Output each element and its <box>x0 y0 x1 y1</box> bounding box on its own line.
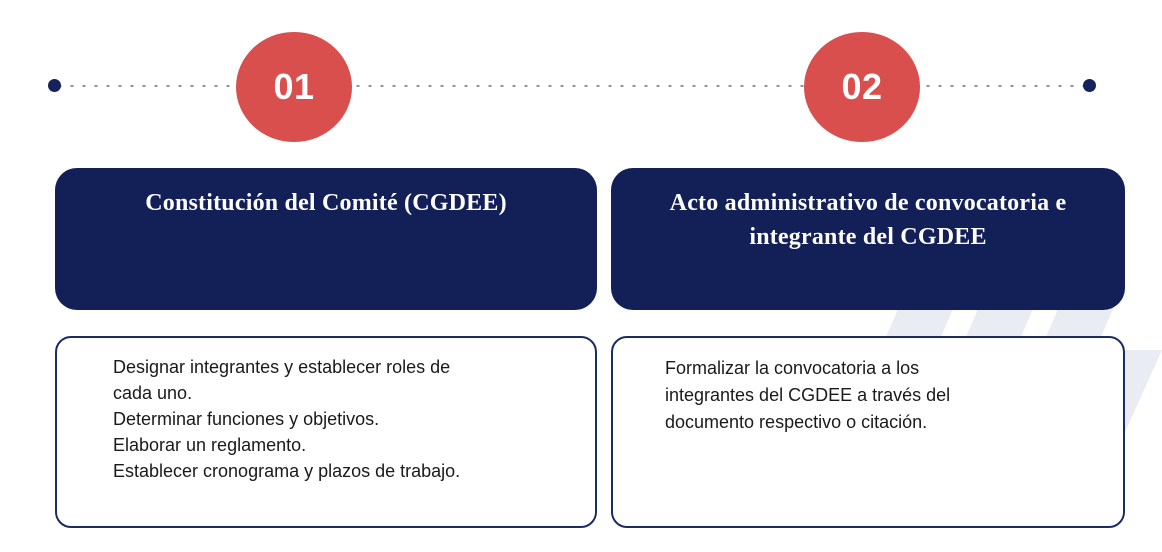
step-number-label: 01 <box>273 66 315 107</box>
timeline-dotted-segment <box>922 84 1088 88</box>
step-body-list: Formalizar la convocatoria a los integra… <box>665 355 1095 436</box>
step-body-card-01[interactable]: Designar integrantes y establecer roles … <box>55 336 597 528</box>
list-item: cada uno. <box>113 383 193 403</box>
step-column-01: Constitución del Comité (CGDEE) Designar… <box>55 168 597 528</box>
timeline-dotted-segment <box>352 84 808 88</box>
timeline-dotted-segment <box>54 84 242 88</box>
step-body-list: Designar integrantes y establecer roles … <box>113 354 575 484</box>
list-item: Formalizar la convocatoria a los <box>665 358 920 378</box>
timeline: 01 02 <box>0 0 1162 170</box>
step-header-card-02[interactable]: Acto administrativo de convocatoria e in… <box>611 168 1125 310</box>
list-item: Designar integrantes y establecer roles … <box>113 357 451 377</box>
step-header-title: Constitución del Comité (CGDEE) <box>145 190 507 216</box>
step-header-card-01[interactable]: Constitución del Comité (CGDEE) <box>55 168 597 310</box>
step-badge-02[interactable]: 02 <box>804 32 920 142</box>
list-item: Elaborar un reglamento. <box>113 435 307 455</box>
step-body-card-02[interactable]: Formalizar la convocatoria a los integra… <box>611 336 1125 528</box>
step-badge-01[interactable]: 01 <box>236 32 352 142</box>
list-item: integrantes del CGDEE a través del <box>665 385 951 405</box>
step-header-title: Acto administrativo de convocatoria e in… <box>669 190 1067 250</box>
list-item: Determinar funciones y objetivos. <box>113 409 380 429</box>
timeline-end-dot <box>1083 79 1096 92</box>
list-item: documento respectivo o citación. <box>665 412 928 432</box>
list-item: Establecer cronograma y plazos de trabaj… <box>113 461 461 481</box>
step-column-02: Acto administrativo de convocatoria e in… <box>611 168 1125 528</box>
step-number-label: 02 <box>841 66 883 107</box>
